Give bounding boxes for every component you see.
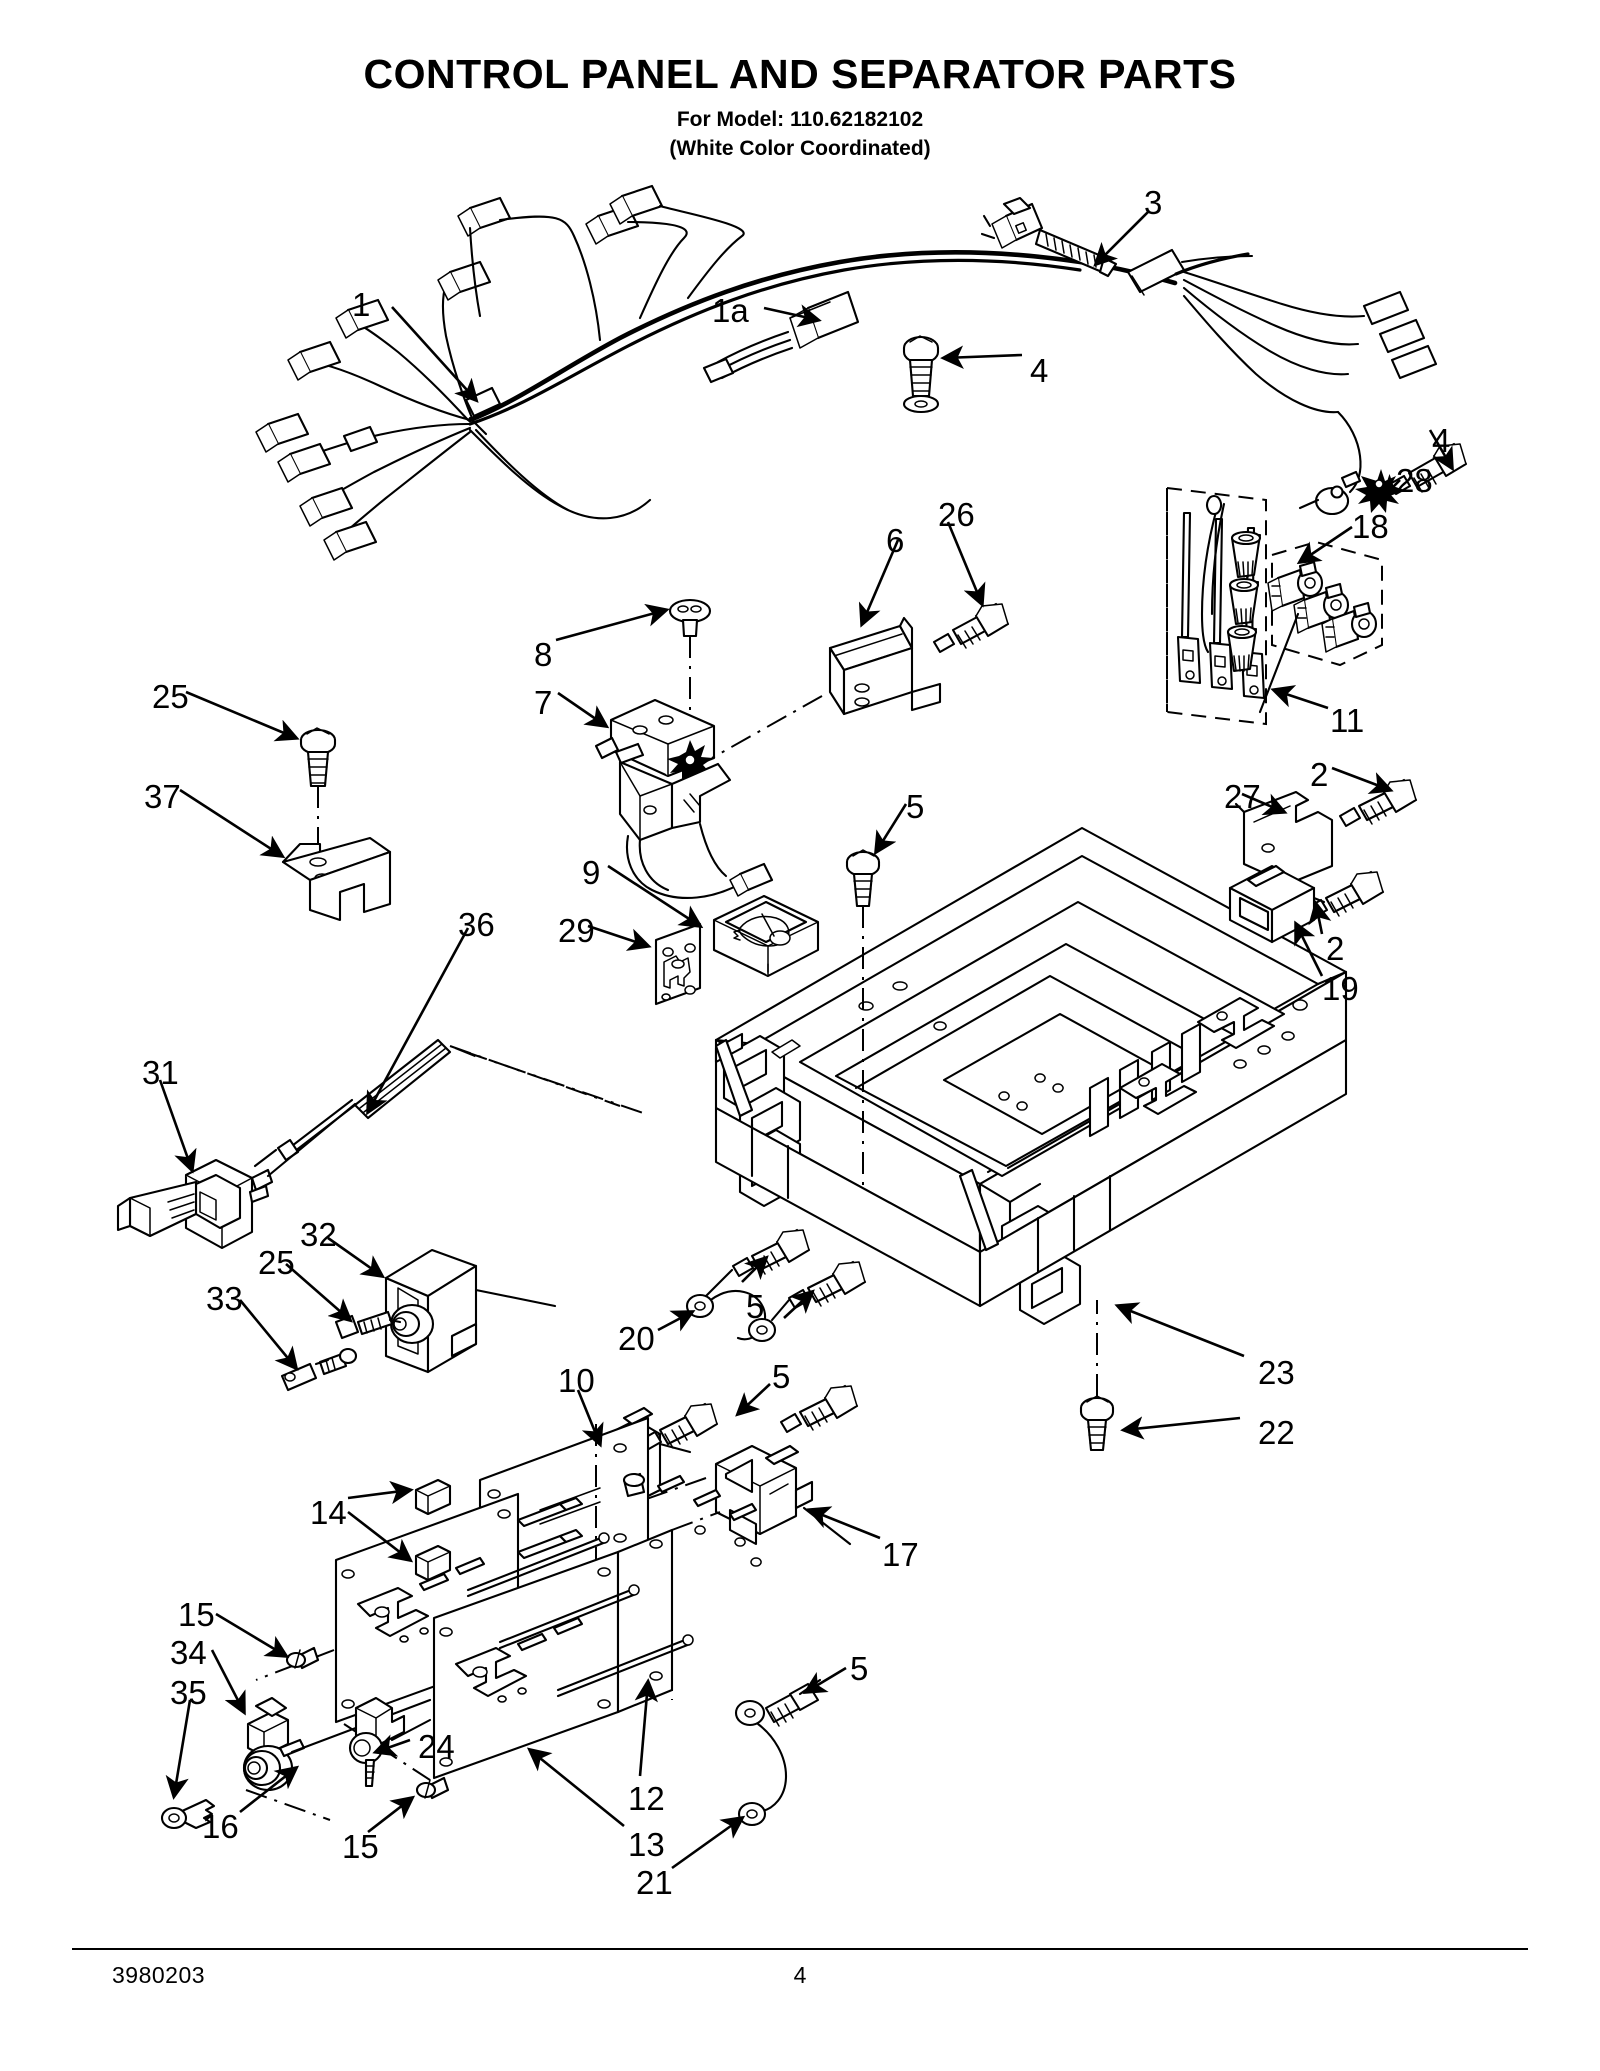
part-5-screw-holder [639,1402,719,1452]
callout-1a: 1a [712,292,749,329]
part-4-screw-washer [902,335,940,414]
part-5-screw-chassis-top [845,849,881,1186]
part-37-mounting-bracket [281,836,392,922]
callout-3: 3 [1144,184,1163,221]
callout-13: 13 [628,1826,665,1863]
connector-plug-3 [1321,601,1378,653]
model-number-line: For Model: 110.62182102 [676,107,924,131]
part-25-screw-upper-left [299,727,337,876]
callout-17: 17 [882,1536,919,1573]
callout-6: 6 [886,522,905,559]
callout-25-b: 25 [258,1244,295,1281]
callout-5-c: 5 [772,1358,791,1395]
part-35-key [160,1798,216,1830]
wire-nut-group [1226,530,1262,673]
callout-5-d: 5 [850,1650,869,1687]
callout-18: 18 [1352,508,1389,545]
callout-2-b: 2 [1326,930,1345,967]
part-14-panel-clips [414,1478,452,1582]
callout-26: 26 [938,496,975,533]
page-footer: 3980203 4 [0,1948,1600,1988]
part-33-ground-lead [280,1347,358,1392]
color-variant-note: (White Color Coordinated) [669,137,931,161]
callout-12: 12 [628,1780,665,1817]
part-2-screw-upper [1338,778,1418,828]
part-23-separator-chassis [714,826,1348,1326]
page-header: CONTROL PANEL AND SEPARATOR PARTS For Mo… [0,51,1600,161]
terminal-strip-1 [1176,511,1202,685]
callout-22: 22 [1258,1414,1295,1451]
part-12-13-console-panel [255,1416,762,1781]
part-29-gasket-plate [654,922,702,1006]
harness-terminal-group-left [255,184,664,561]
footer-divider [72,1948,1528,1950]
part-7-lid-switch-assembly [594,698,774,900]
part-6-switch-bracket [711,616,942,759]
callout-21: 21 [636,1864,673,1901]
part-31-dispenser-button [116,1102,357,1250]
part-21-ground-wire [734,1682,820,1827]
callout-28: 28 [1396,462,1433,499]
callout-8: 8 [534,636,553,673]
part-22-chassis-screw [1079,1300,1115,1452]
callout-37: 37 [144,778,181,815]
part-9-lamp-housing [712,894,820,978]
callout-27: 27 [1224,778,1261,815]
callout-4-a: 4 [1030,352,1049,389]
part-17-water-valve-switch [637,1444,852,1546]
callout-1: 1 [352,286,371,323]
callout-32: 32 [300,1216,337,1253]
part-15-screw-upper [285,1646,320,1670]
callout-29: 29 [558,912,595,949]
part-19-receptacle-block [1228,864,1326,944]
callout-35: 35 [170,1674,207,1711]
footer-document-code: 3980203 [112,1962,206,1988]
part-36-actuator-rod [253,1038,647,1168]
callout-4-b: 4 [1432,422,1451,459]
part-11-terminal-wire-nut-kit [1166,486,1267,726]
footer-page-number: 4 [793,1962,807,1988]
leader-lines [158,211,1454,1870]
part-3-cable-tie [980,196,1118,278]
callout-5-b: 5 [746,1288,765,1325]
callout-23: 23 [1258,1354,1295,1391]
part-15-screw-lower [415,1776,450,1800]
callout-25-a: 25 [152,678,189,715]
part-18-wire-connector-kit [1258,540,1383,714]
callout-31: 31 [142,1054,179,1091]
callout-36: 36 [458,906,495,943]
callout-9: 9 [582,854,601,891]
page-title: CONTROL PANEL AND SEPARATOR PARTS [363,51,1237,97]
callout-15-b: 15 [342,1828,379,1865]
part-32-solenoid-housing [384,1248,557,1374]
callout-11: 11 [1330,702,1365,739]
part-5-screw-strap-upper [704,1228,811,1298]
callout-14: 14 [310,1494,347,1531]
part-5-screw-valve [779,1384,859,1434]
part-1-main-wire-harness [255,184,1438,561]
callout-10: 10 [558,1362,595,1399]
callout-24: 24 [418,1728,455,1765]
part-5-screw-strap-lower [770,1260,867,1322]
connector-plug-1 [1267,560,1324,612]
callout-19: 19 [1322,970,1359,1007]
connector-plug-2 [1293,582,1350,634]
callout-5-a: 5 [906,788,925,825]
callout-20: 20 [618,1320,655,1357]
part-20-ground-strap [685,1290,777,1343]
callout-16: 16 [202,1808,239,1845]
callout-33: 33 [206,1280,243,1317]
terminal-strip-2 [1208,517,1234,691]
harness-terminal-group-right [1362,290,1438,380]
callout-34: 34 [170,1634,207,1671]
callout-2-a: 2 [1310,756,1329,793]
callout-15-a: 15 [178,1596,215,1633]
part-26-bracket-screw [932,602,1010,654]
callout-7: 7 [534,684,553,721]
